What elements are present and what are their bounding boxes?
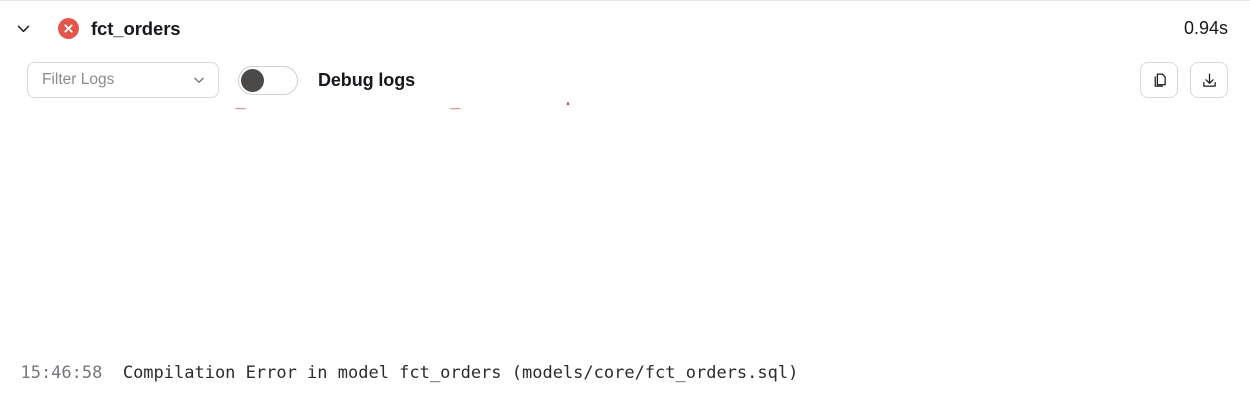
log-line-clipped: _ _ . <box>0 90 574 110</box>
model-name: fct_orders <box>91 17 181 39</box>
chevron-down-icon <box>15 20 32 37</box>
run-duration: 0.94s <box>1183 18 1228 38</box>
log-line: 15:46:58 Compilation Error in model fct_… <box>0 357 1250 389</box>
filter-logs-select[interactable]: Filter Logs <box>27 62 219 98</box>
log-toolbar: Filter Logs Debug logs <box>0 56 1250 104</box>
panel-header: fct_orders 0.94s <box>0 1 1250 56</box>
download-icon <box>1201 72 1218 89</box>
log-output[interactable]: _ _ . 15:46:58 Compilation Error in mode… <box>0 90 1250 404</box>
copy-icon <box>1151 72 1168 89</box>
debug-logs-toggle[interactable] <box>238 65 298 95</box>
collapse-toggle[interactable] <box>8 14 38 44</box>
log-block: 15:46:58 Compilation Error in model fct_… <box>0 264 1250 404</box>
log-timestamp: 15:46:58 <box>0 363 123 383</box>
debug-logs-label: Debug logs <box>318 69 415 90</box>
copy-logs-button[interactable] <box>1140 62 1178 98</box>
error-circle-x-icon <box>62 22 75 35</box>
download-logs-button[interactable] <box>1190 62 1228 98</box>
chevron-down-icon <box>192 73 206 87</box>
log-message: Compilation Error in model fct_orders (m… <box>122 363 799 383</box>
status-badge <box>58 18 79 39</box>
filter-logs-label: Filter Logs <box>42 71 115 88</box>
toggle-knob <box>241 68 264 92</box>
